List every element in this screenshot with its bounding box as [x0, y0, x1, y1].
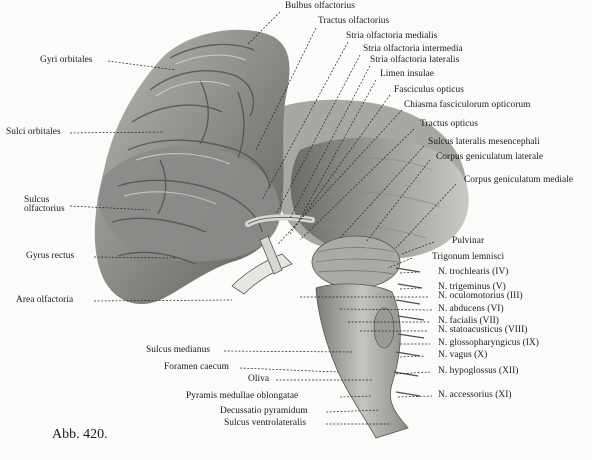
label-tractus-olfactorius: Tractus olfactorius [318, 16, 390, 26]
label-decussatio: Decussatio pyramidum [220, 406, 308, 416]
label-n-glossopharyngicus: N. glossopharyngicus (IX) [438, 338, 539, 348]
label-stria-olfactoria-intermedia: Stria olfactoria intermedia [363, 44, 463, 54]
label-bulbus-olfactorius: Bulbus olfactorius [285, 1, 355, 11]
label-n-hypoglossus: N. hypoglossus (XII) [438, 366, 519, 376]
label-sulcus-ventrolateralis: Sulcus ventrolateralis [224, 418, 307, 428]
label-oliva: Oliva [248, 374, 270, 384]
figure-caption: Abb. 420. [52, 427, 108, 442]
gyri-pattern [111, 43, 271, 265]
label-n-vagus: N. vagus (X) [438, 350, 488, 360]
label-n-oculomotorius: N. oculomotorius (III) [438, 291, 523, 301]
label-stria-olfactoria-lateralis: Stria olfactoria lateralis [370, 55, 460, 65]
label-n-facialis: N. facialis (VII) [438, 316, 499, 326]
temporal-lobe [290, 137, 469, 259]
label-pyramis: Pyramis medullae oblongatae [186, 391, 299, 401]
olive [373, 307, 395, 349]
label-n-trigeminus: N. trigeminus (V) [438, 282, 506, 292]
label-sulcus-olfactorius: Sulcus olfactorius [24, 195, 65, 215]
label-gyri-orbitales: Gyri orbitales [40, 55, 93, 65]
label-area-olfactoria: Area olfactoria [16, 295, 74, 305]
label-corpus-geniculatum-laterale: Corpus geniculatum laterale [436, 152, 544, 162]
label-corpus-geniculatum-mediale: Corpus geniculatum mediale [464, 175, 574, 185]
label-trigonum-lemnisci: Trigonum lemnisci [432, 252, 505, 262]
label-gyrus-rectus: Gyrus rectus [26, 251, 75, 261]
cranial-nerve-roots [393, 267, 425, 397]
label-stria-olfactoria-medialis: Stria olfactoria medialis [346, 31, 438, 41]
orbital-surface [98, 146, 281, 262]
label-limen-insulae: Limen insulae [380, 69, 435, 79]
label-n-trochlearis: N. trochlearis (IV) [438, 267, 509, 277]
label-tractus-opticus: Tractus opticus [420, 119, 478, 129]
label-n-statoacusticus: N. statoacusticus (VIII) [438, 325, 528, 335]
label-sulci-orbitales: Sulci orbitales [6, 127, 61, 137]
label-chiasma: Chiasma fasciculorum opticorum [404, 100, 531, 110]
label-pulvinar: Pulvinar [452, 236, 485, 246]
label-fasciculus-opticus: Fasciculus opticus [394, 85, 464, 95]
label-sulcus-medianus: Sulcus medianus [146, 345, 211, 355]
label-sulcus-lateralis-mesencephali: Sulcus lateralis mesencephali [428, 137, 540, 147]
label-n-accessorius: N. accessorius (XI) [438, 390, 512, 400]
label-foramen-caecum: Foramen caecum [164, 362, 229, 372]
label-n-abducens: N. abducens (VI) [438, 304, 504, 314]
